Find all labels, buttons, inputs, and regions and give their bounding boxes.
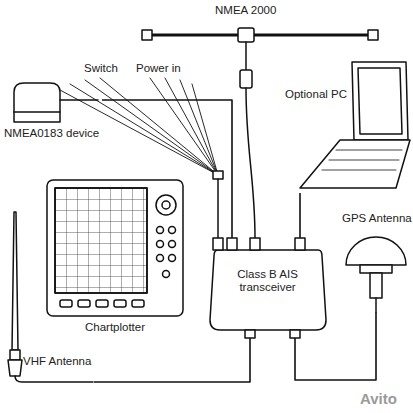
node-label: Class B AIS transceiver	[222, 268, 314, 294]
wire-label: Power in	[136, 62, 181, 75]
chartplotter-box: Chartplotter	[45, 178, 185, 338]
cable-connector	[102, 100, 232, 238]
vhf-antenna-box: VHF Antenna	[3, 205, 94, 390]
node-label: VHF Antenna	[23, 355, 91, 368]
node-label: GPS Antenna	[342, 212, 412, 225]
node-label: Optional PC	[285, 88, 347, 101]
node-label: Chartplotter	[45, 321, 185, 334]
cable-connector	[299, 193, 301, 238]
cable-connector	[94, 338, 250, 382]
gps-antenna-box: GPS Antenna	[340, 212, 413, 312]
device-label-box: NMEA0183 device	[2, 80, 102, 142]
node-label: NMEA0183 device	[4, 127, 99, 140]
wire-label: Switch	[84, 62, 118, 75]
pc-label-box: Optional PC	[283, 58, 409, 193]
transceiver-box: Class B AIS transceiver	[210, 238, 325, 338]
cable-connector	[295, 312, 376, 380]
watermark: Avito	[360, 392, 397, 405]
bus-label: NMEA 2000	[215, 4, 276, 17]
